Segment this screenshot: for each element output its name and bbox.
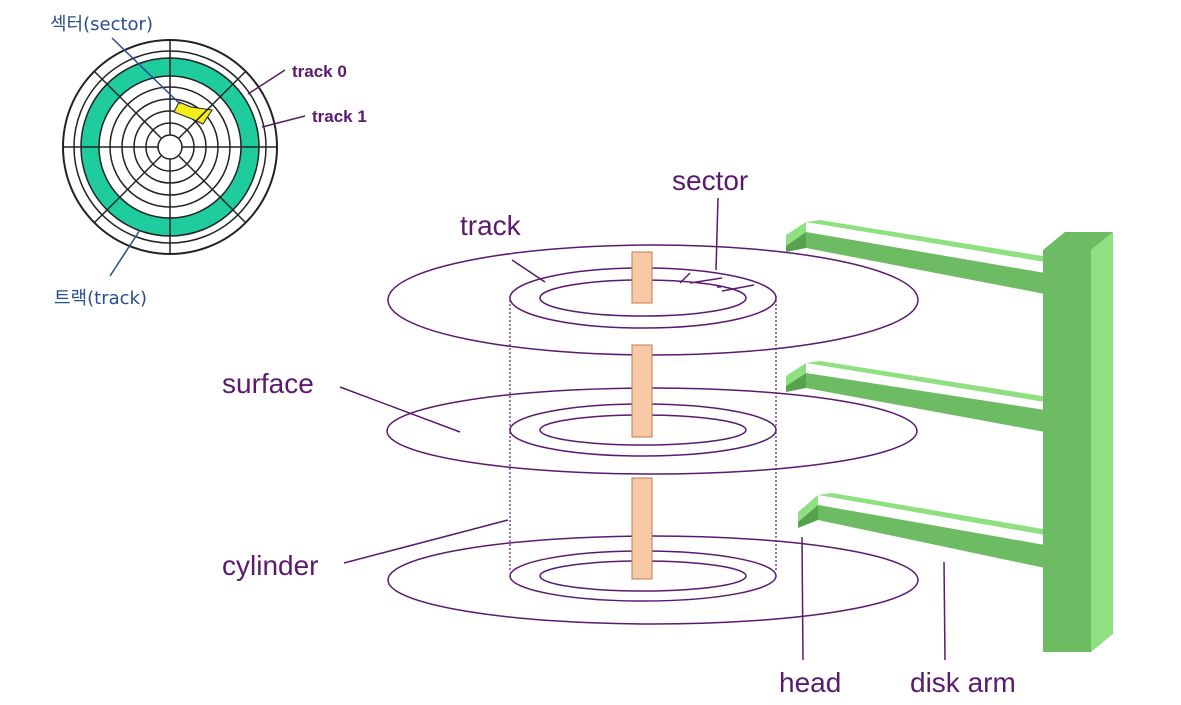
- cylinder-label: cylinder: [222, 550, 318, 581]
- disk-platter-icon: [62, 39, 278, 255]
- sector-highlight: [173, 101, 213, 125]
- spindle-icon: [631, 251, 653, 580]
- disk-arm-label: disk arm: [910, 667, 1016, 698]
- disk-arm-icon: [786, 220, 1113, 652]
- track1-label: track 1: [312, 107, 367, 126]
- sector-label: sector: [672, 165, 748, 196]
- head-label: head: [779, 667, 841, 698]
- track-label: track: [460, 210, 522, 241]
- platter-bottom: [387, 535, 919, 625]
- surface-label: surface: [222, 368, 314, 399]
- sector-ko-label: 섹터(sector): [50, 14, 153, 35]
- track-ko-label: 트랙(track): [54, 288, 147, 309]
- track0-label: track 0: [292, 62, 347, 81]
- platter-top: [387, 244, 919, 356]
